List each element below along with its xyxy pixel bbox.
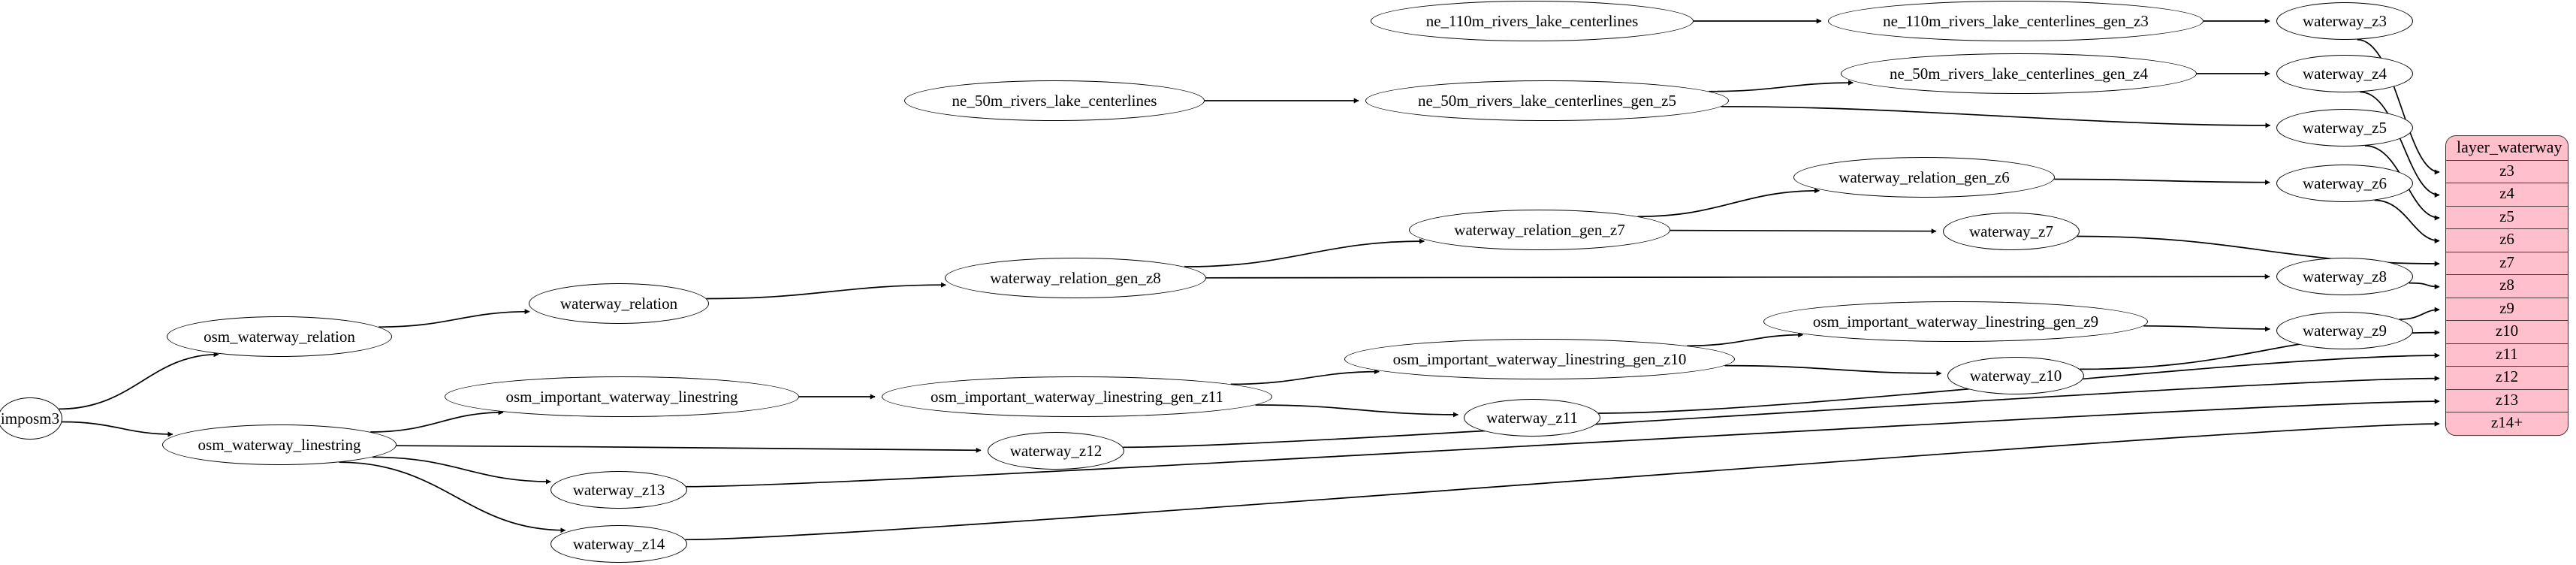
graph-node-osm_important_waterway_linestring_gen_z11[interactable]: osm_important_waterway_linestring_gen_z1… [882, 376, 1272, 417]
graph-edge [1637, 188, 1820, 218]
graph-node-label: imposm3 [0, 409, 60, 428]
graph-node-label: osm_important_waterway_linestring [505, 387, 738, 406]
graph-node-label: waterway_z11 [1486, 408, 1578, 427]
legend-row-z3[interactable]: z3 [2446, 160, 2568, 184]
graph-edge [1230, 369, 1380, 385]
graph-node-ne_110m_rivers_lake_centerlines[interactable]: ne_110m_rivers_lake_centerlines [1371, 1, 1694, 41]
graph-node-osm_waterway_relation[interactable]: osm_waterway_relation [167, 316, 392, 357]
graph-edge [1721, 105, 2271, 128]
graph-edge [706, 282, 946, 300]
graph-edge [2374, 199, 2440, 243]
graph-node-waterway_relation_gen_z8[interactable]: waterway_relation_gen_z8 [945, 258, 1206, 298]
graph-node-label: waterway_z4 [2303, 64, 2387, 83]
graph-node-label: waterway_z8 [2303, 267, 2387, 286]
graph-node-label: waterway_z3 [2303, 11, 2387, 30]
graph-edge [59, 352, 219, 410]
graph-node-waterway_z8[interactable]: waterway_z8 [2276, 258, 2413, 295]
graph-node-waterway_z12[interactable]: waterway_z12 [988, 432, 1124, 470]
graph-node-waterway_z3[interactable]: waterway_z3 [2276, 2, 2413, 40]
graph-node-label: osm_important_waterway_linestring_gen_z9 [1812, 312, 2099, 331]
graph-node-label: ne_50m_rivers_lake_centerlines_gen_z5 [1417, 91, 1677, 110]
graph-edge [62, 421, 173, 437]
graph-node-ne_50m_rivers_lake_centerlines_gen_z4[interactable]: ne_50m_rivers_lake_centerlines_gen_z4 [1841, 53, 2197, 94]
graph-edge [1205, 273, 2270, 279]
graph-edge [1123, 376, 2440, 449]
graph-node-osm_important_waterway_linestring_gen_z9[interactable]: osm_important_waterway_linestring_gen_z9 [1763, 301, 2148, 342]
graph-node-label: ne_110m_rivers_lake_centerlines_gen_z3 [1883, 11, 2149, 30]
graph-edge [396, 445, 982, 453]
graph-node-waterway_relation_gen_z7[interactable]: waterway_relation_gen_z7 [1409, 210, 1670, 250]
graph-node-label: ne_110m_rivers_lake_centerlines [1425, 11, 1639, 30]
graph-node-label: waterway_z13 [572, 480, 665, 499]
graph-node-label: waterway_z9 [2303, 321, 2387, 340]
legend-header: layer_waterway [2446, 136, 2568, 161]
graph-node-label: osm_important_waterway_linestring_gen_z1… [931, 387, 1223, 406]
graph-node-label: waterway_z10 [1969, 366, 2062, 385]
legend-row-z13[interactable]: z13 [2446, 389, 2568, 413]
graph-node-waterway_z14[interactable]: waterway_z14 [550, 525, 687, 563]
graph-edge [2409, 282, 2440, 290]
legend-row-z4[interactable]: z4 [2446, 183, 2568, 207]
graph-node-waterway_relation_gen_z6[interactable]: waterway_relation_gen_z6 [1793, 157, 2055, 198]
graph-node-osm_waterway_linestring[interactable]: osm_waterway_linestring [162, 425, 397, 465]
graph-node-osm_important_waterway_linestring[interactable]: osm_important_waterway_linestring [445, 376, 799, 417]
graph-edge [1255, 404, 1458, 418]
graph-node-label: waterway_z5 [2303, 118, 2387, 137]
graph-node-ne_50m_rivers_lake_centerlines[interactable]: ne_50m_rivers_lake_centerlines [904, 80, 1205, 121]
graph-edge [1709, 80, 1854, 92]
legend-row-z7[interactable]: z7 [2446, 252, 2568, 276]
legend-row-z11[interactable]: z11 [2446, 343, 2568, 367]
graph-node-label: osm_waterway_linestring [198, 435, 361, 454]
graph-node-waterway_z10[interactable]: waterway_z10 [1947, 357, 2084, 394]
graph-node-osm_important_waterway_linestring_gen_z10[interactable]: osm_important_waterway_linestring_gen_z1… [1344, 339, 1735, 379]
graph-edge [1184, 238, 1425, 267]
legend-row-z12[interactable]: z12 [2446, 367, 2568, 390]
graph-node-label: ne_50m_rivers_lake_centerlines [952, 91, 1157, 110]
legend-row-z6[interactable]: z6 [2446, 229, 2568, 252]
graph-edge [1687, 332, 1804, 347]
graph-node-label: waterway_relation_gen_z6 [1838, 168, 2010, 186]
graph-edge [1724, 364, 1942, 376]
graph-node-ne_50m_rivers_lake_centerlines_gen_z5[interactable]: ne_50m_rivers_lake_centerlines_gen_z5 [1365, 80, 1729, 121]
graph-node-label: waterway_z12 [1009, 441, 1102, 460]
graph-edge [2054, 178, 2270, 186]
graph-node-label: osm_waterway_relation [204, 327, 355, 346]
graph-edge [339, 461, 566, 533]
graph-edge [2399, 307, 2440, 320]
graph-node-waterway_z6[interactable]: waterway_z6 [2276, 165, 2413, 202]
graph-node-waterway_z4[interactable]: waterway_z4 [2276, 55, 2413, 92]
graph-node-label: waterway_relation [560, 294, 678, 313]
legend-row-z5[interactable]: z5 [2446, 206, 2568, 230]
graph-node-waterway_relation[interactable]: waterway_relation [529, 283, 709, 324]
graph-edge [378, 309, 530, 328]
legend-row-z10[interactable]: z10 [2446, 321, 2568, 344]
graph-edge [2077, 235, 2440, 267]
graph-node-imposm3[interactable]: imposm3 [0, 397, 62, 440]
graph-node-label: waterway_z14 [572, 534, 665, 553]
graph-node-label: waterway_z6 [2303, 174, 2387, 192]
graph-node-label: waterway_z7 [1969, 222, 2053, 240]
legend-row-z14+[interactable]: z14+ [2446, 412, 2568, 435]
legend-row-z9[interactable]: z9 [2446, 298, 2568, 322]
graph-node-waterway_z7[interactable]: waterway_z7 [1943, 213, 2080, 250]
graph-node-waterway_z13[interactable]: waterway_z13 [550, 471, 687, 509]
graph-edge [2143, 325, 2270, 332]
graph-node-label: waterway_relation_gen_z7 [1454, 220, 1625, 239]
graph-node-label: waterway_relation_gen_z8 [990, 268, 1161, 287]
graph-node-waterway_z11[interactable]: waterway_z11 [1464, 399, 1600, 437]
legend-row-z8[interactable]: z8 [2446, 275, 2568, 298]
graph-node-ne_110m_rivers_lake_centerlines_gen_z3[interactable]: ne_110m_rivers_lake_centerlines_gen_z3 [1828, 1, 2203, 41]
graph-node-label: ne_50m_rivers_lake_centerlines_gen_z4 [1889, 64, 2149, 83]
graph-edge [370, 409, 504, 433]
graph-edge [372, 456, 551, 485]
graph-node-waterway_z5[interactable]: waterway_z5 [2276, 109, 2413, 147]
graph-node-waterway_z9[interactable]: waterway_z9 [2276, 312, 2413, 349]
graph-node-label: osm_important_waterway_linestring_gen_z1… [1392, 349, 1687, 368]
graph-edge [685, 421, 2440, 541]
